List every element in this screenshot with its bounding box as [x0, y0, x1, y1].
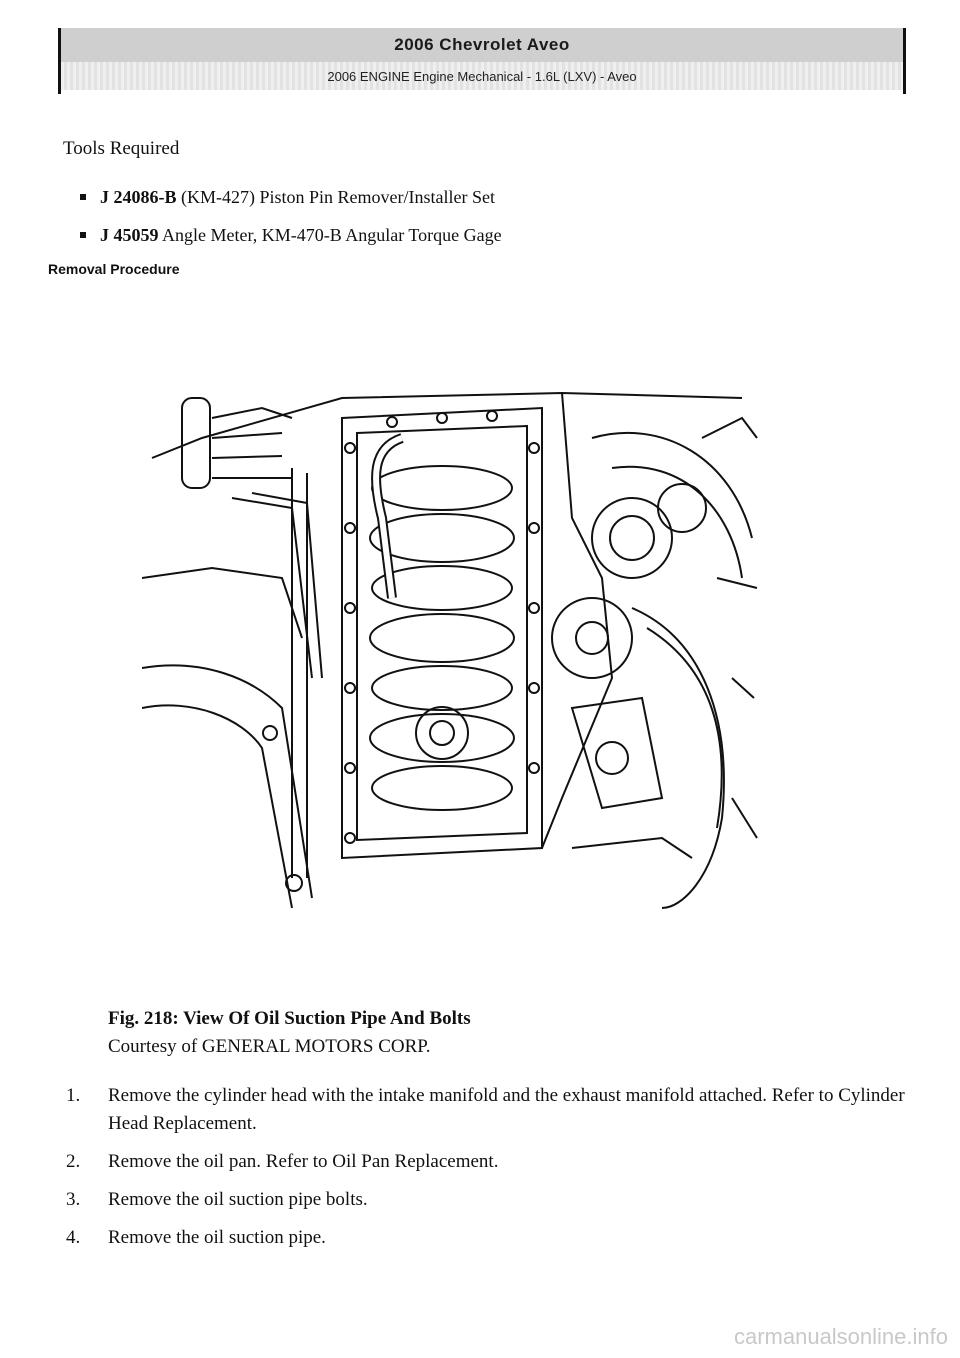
figure-caption: Fig. 218: View Of Oil Suction Pipe And B… — [108, 1008, 471, 1064]
removal-procedure-heading: Removal Procedure — [48, 261, 180, 277]
header-subtitle: 2006 ENGINE Engine Mechanical - 1.6L (LX… — [61, 62, 903, 90]
tool-description: Angle Meter, KM-470-B Angular Torque Gag… — [158, 224, 502, 245]
bullet-icon — [80, 232, 86, 238]
procedure-steps: 1. Remove the cylinder head with the int… — [66, 1082, 926, 1262]
step-text: Remove the oil suction pipe bolts. — [108, 1189, 368, 1210]
step-number: 2. — [66, 1151, 81, 1172]
step-number: 1. — [66, 1085, 81, 1106]
tools-list: J 24086-B (KM-427) Piston Pin Remover/In… — [80, 178, 502, 254]
header-title: 2006 Chevrolet Aveo — [61, 28, 903, 62]
list-item: 3. Remove the oil suction pipe bolts. — [66, 1186, 926, 1214]
step-text: Remove the cylinder head with the intake… — [108, 1085, 905, 1134]
figure-courtesy: Courtesy of GENERAL MOTORS CORP. — [108, 1036, 431, 1057]
tool-code: J 45059 — [100, 224, 159, 245]
tool-description: (KM-427) Piston Pin Remover/Installer Se… — [176, 186, 495, 207]
list-item: J 24086-B (KM-427) Piston Pin Remover/In… — [80, 178, 502, 216]
step-number: 3. — [66, 1189, 81, 1210]
engine-oil-suction-pipe-illustration — [142, 391, 758, 909]
list-item: J 45059 Angle Meter, KM-470-B Angular To… — [80, 216, 502, 254]
step-text: Remove the oil suction pipe. — [108, 1227, 326, 1248]
watermark-footer: carmanualsonline.info — [733, 1324, 948, 1349]
figure-title: Fig. 218: View Of Oil Suction Pipe And B… — [108, 1008, 471, 1029]
document-header: 2006 Chevrolet Aveo 2006 ENGINE Engine M… — [58, 28, 906, 94]
list-item: 1. Remove the cylinder head with the int… — [66, 1082, 926, 1138]
step-text: Remove the oil pan. Refer to Oil Pan Rep… — [108, 1151, 499, 1172]
bullet-icon — [80, 194, 86, 200]
list-item: 2. Remove the oil pan. Refer to Oil Pan … — [66, 1148, 926, 1176]
tools-required-heading: Tools Required — [63, 138, 180, 159]
tool-code: J 24086-B — [100, 186, 177, 207]
list-item: 4. Remove the oil suction pipe. — [66, 1224, 926, 1252]
step-number: 4. — [66, 1227, 81, 1248]
